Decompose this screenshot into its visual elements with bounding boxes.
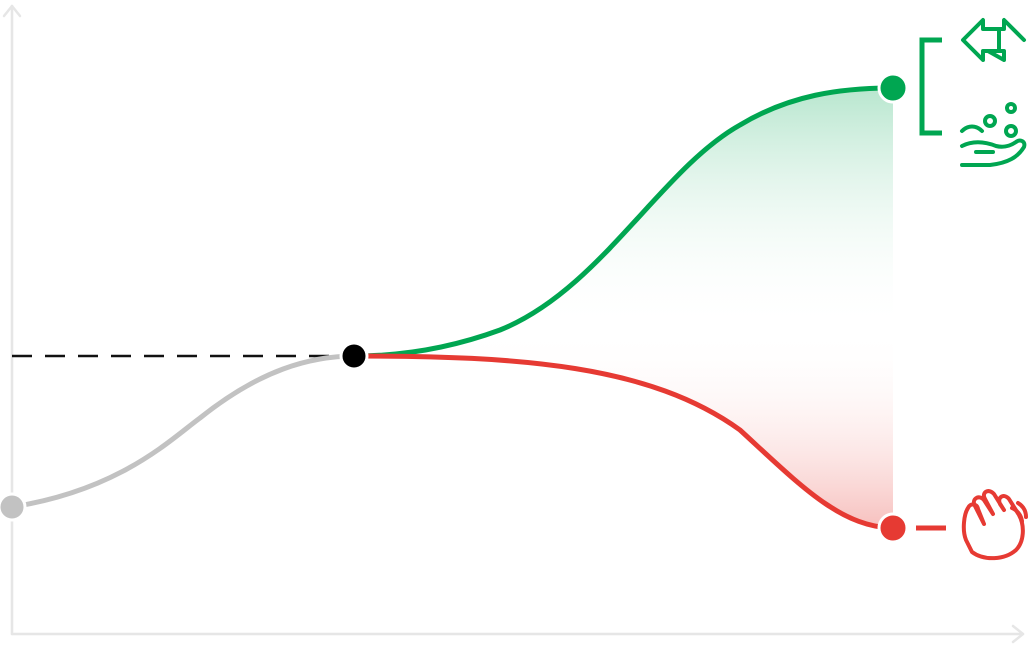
positive-outcome-line [352, 85, 896, 359]
arrows-exchange-icon [961, 18, 1026, 62]
y-axis-arrowhead [2, 4, 22, 18]
waving-hand-icon [961, 489, 1028, 561]
outcome-spread-area [355, 88, 893, 528]
hand-coins-icon [960, 102, 1027, 167]
past-path-line [9, 353, 358, 510]
negative-outcome-node [877, 512, 909, 544]
positive-outcome-bracket [919, 37, 942, 136]
present-node [339, 341, 369, 371]
start-node [0, 492, 27, 522]
negative-outcome-line [352, 353, 896, 531]
positive-outcome-node [877, 72, 909, 104]
x-axis-arrowhead [1011, 624, 1025, 644]
axes [2, 4, 1025, 644]
